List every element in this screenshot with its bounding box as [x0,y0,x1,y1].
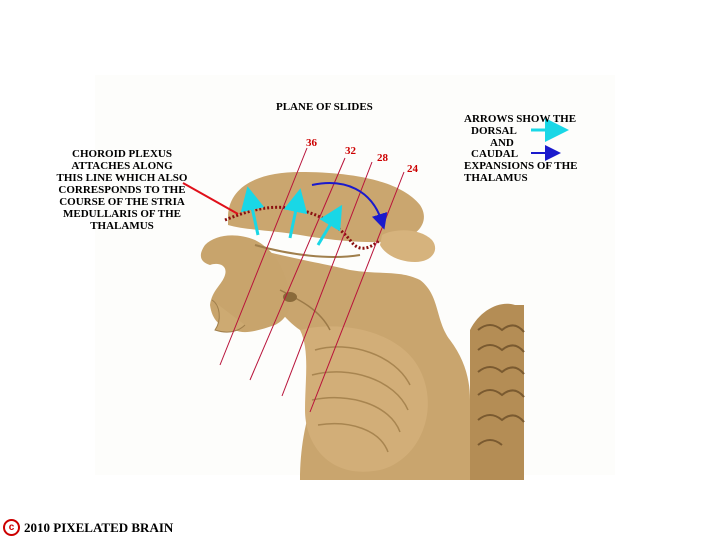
plane-line-28 [281,161,373,397]
legend-line-1: ARROWS SHOW THE [464,113,577,125]
choroid-plexus-label: CHOROID PLEXUS ATTACHES ALONG THIS LINE … [42,148,202,232]
choroid-line-6: MEDULLARIS OF THE [63,208,181,220]
plane-number-32: 32 [345,145,356,157]
choroid-line-7: THALAMUS [90,220,154,232]
choroid-line-3: THIS LINE WHICH ALSO [56,172,188,184]
choroid-line-1: CHOROID PLEXUS [72,148,172,160]
plane-number-36: 36 [306,137,317,149]
legend-line-5: EXPANSIONS OF THE [464,160,578,172]
dorsal-arrow-3 [316,204,343,246]
plane-line-32 [249,157,346,381]
choroid-line-5: COURSE OF THE STRIA [59,196,185,208]
legend-line-6: THALAMUS [464,172,528,184]
choroid-pointer-line [182,182,239,215]
legend-and: AND [490,137,514,149]
plane-title: PLANE OF SLIDES [276,101,373,113]
caudal-arrow [311,182,388,230]
legend-caudal: CAUDAL [471,148,519,160]
plane-line-36 [219,147,308,366]
plane-line-24 [309,171,405,413]
plane-number-28: 28 [377,152,388,164]
choroid-line-4: CORRESPONDS TO THE [58,184,186,196]
copyright-notice: c 2010 PIXELATED BRAIN [3,519,173,536]
copyright-icon: c [3,519,20,536]
dorsal-arrow-2 [283,188,308,239]
plane-number-24: 24 [407,163,418,175]
choroid-line-2: ATTACHES ALONG [71,160,173,172]
legend-dorsal: DORSAL [471,125,517,137]
copyright-text: 2010 PIXELATED BRAIN [24,519,174,535]
dorsal-arrow-1 [240,186,265,236]
